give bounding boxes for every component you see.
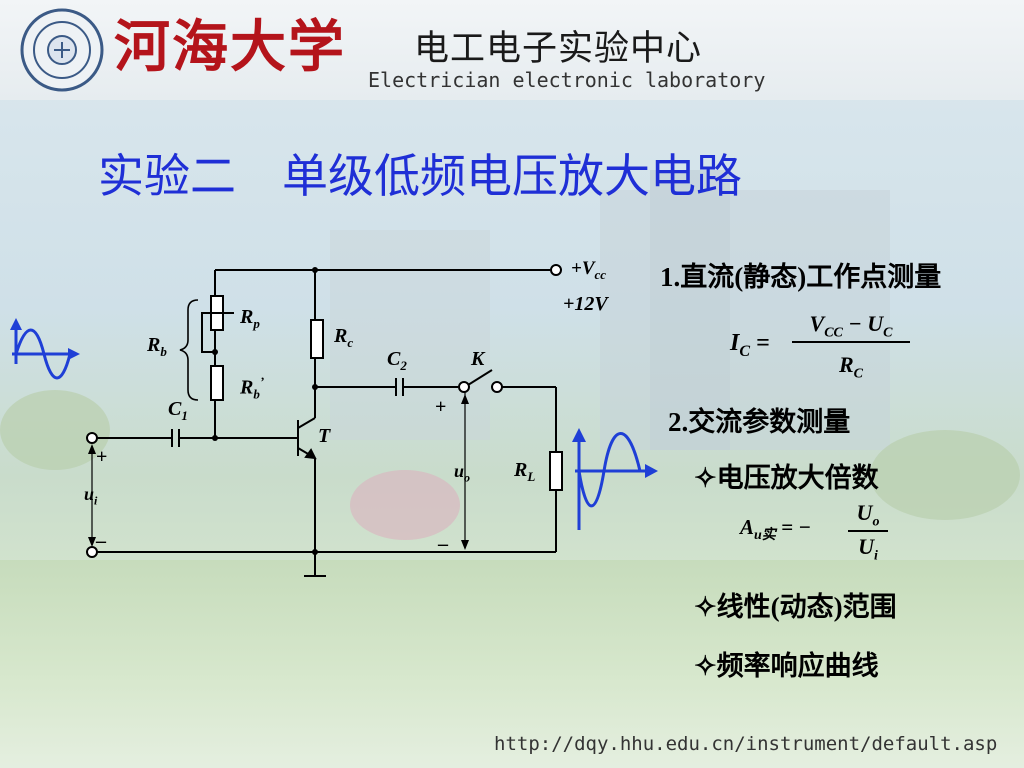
output-minus: – <box>438 533 448 555</box>
bullet-frequency-response: ✧频率响应曲线 <box>694 651 879 681</box>
bg-bush <box>350 470 460 540</box>
rc-label: Rc <box>334 325 354 350</box>
footer-url: http://dqy.hhu.edu.cn/instrument/default… <box>494 733 998 755</box>
output-plus: + <box>435 396 447 418</box>
input-sine-wave-icon <box>10 318 80 380</box>
vcc-label: +Vcc <box>571 258 607 282</box>
rl-label: RL <box>514 459 536 484</box>
bullet-icon: ✧ <box>694 463 717 493</box>
lab-name-cn: 电工电子实验中心 <box>414 29 703 69</box>
item1: 1.直流(静态)工作点测量 <box>660 262 942 292</box>
bg-bush <box>870 430 1020 520</box>
bullet-linear-range: ✧线性(动态)范围 <box>694 592 897 622</box>
bullet-icon: ✧ <box>694 592 717 622</box>
item2: 2.交流参数测量 <box>668 407 851 437</box>
transistor-t-label: T <box>318 425 331 447</box>
ic-formula-lhs: IC = <box>730 330 770 360</box>
c2-label: C2 <box>387 348 407 373</box>
rb-prime-label: Rb’ <box>240 374 265 402</box>
university-seal-logo <box>20 8 104 92</box>
au-formula-lhs: Au实 = − <box>740 515 812 544</box>
input-minus: – <box>96 530 106 552</box>
ic-formula-denominator: RC <box>838 352 864 382</box>
bg-building <box>600 190 890 450</box>
bg-lawn <box>0 560 1024 768</box>
c1-label: C1 <box>168 398 188 423</box>
au-formula-denominator: Ui <box>858 534 878 564</box>
switch-k-label: K <box>471 348 485 370</box>
page-title: 实验二 单级低频电压放大电路 <box>98 149 742 203</box>
rb-label: Rb <box>147 334 167 359</box>
au-formula-numerator: Uo <box>848 500 888 533</box>
ic-formula-numerator: VCC − UC <box>792 311 910 344</box>
uo-label: uo <box>454 461 471 485</box>
lab-name-en: Electrician electronic laboratory <box>368 68 766 92</box>
vcc-value: +12V <box>563 293 608 315</box>
bullet-icon: ✧ <box>694 651 717 681</box>
bullet-voltage-gain: ✧电压放大倍数 <box>694 463 879 493</box>
bg-building <box>330 230 490 440</box>
input-plus: + <box>96 446 108 468</box>
university-name: 河海大学 <box>114 14 346 80</box>
ui-label: ui <box>84 484 98 508</box>
rp-label: Rp <box>240 306 260 331</box>
output-sine-wave-icon <box>572 428 658 530</box>
header-band <box>0 0 1024 100</box>
